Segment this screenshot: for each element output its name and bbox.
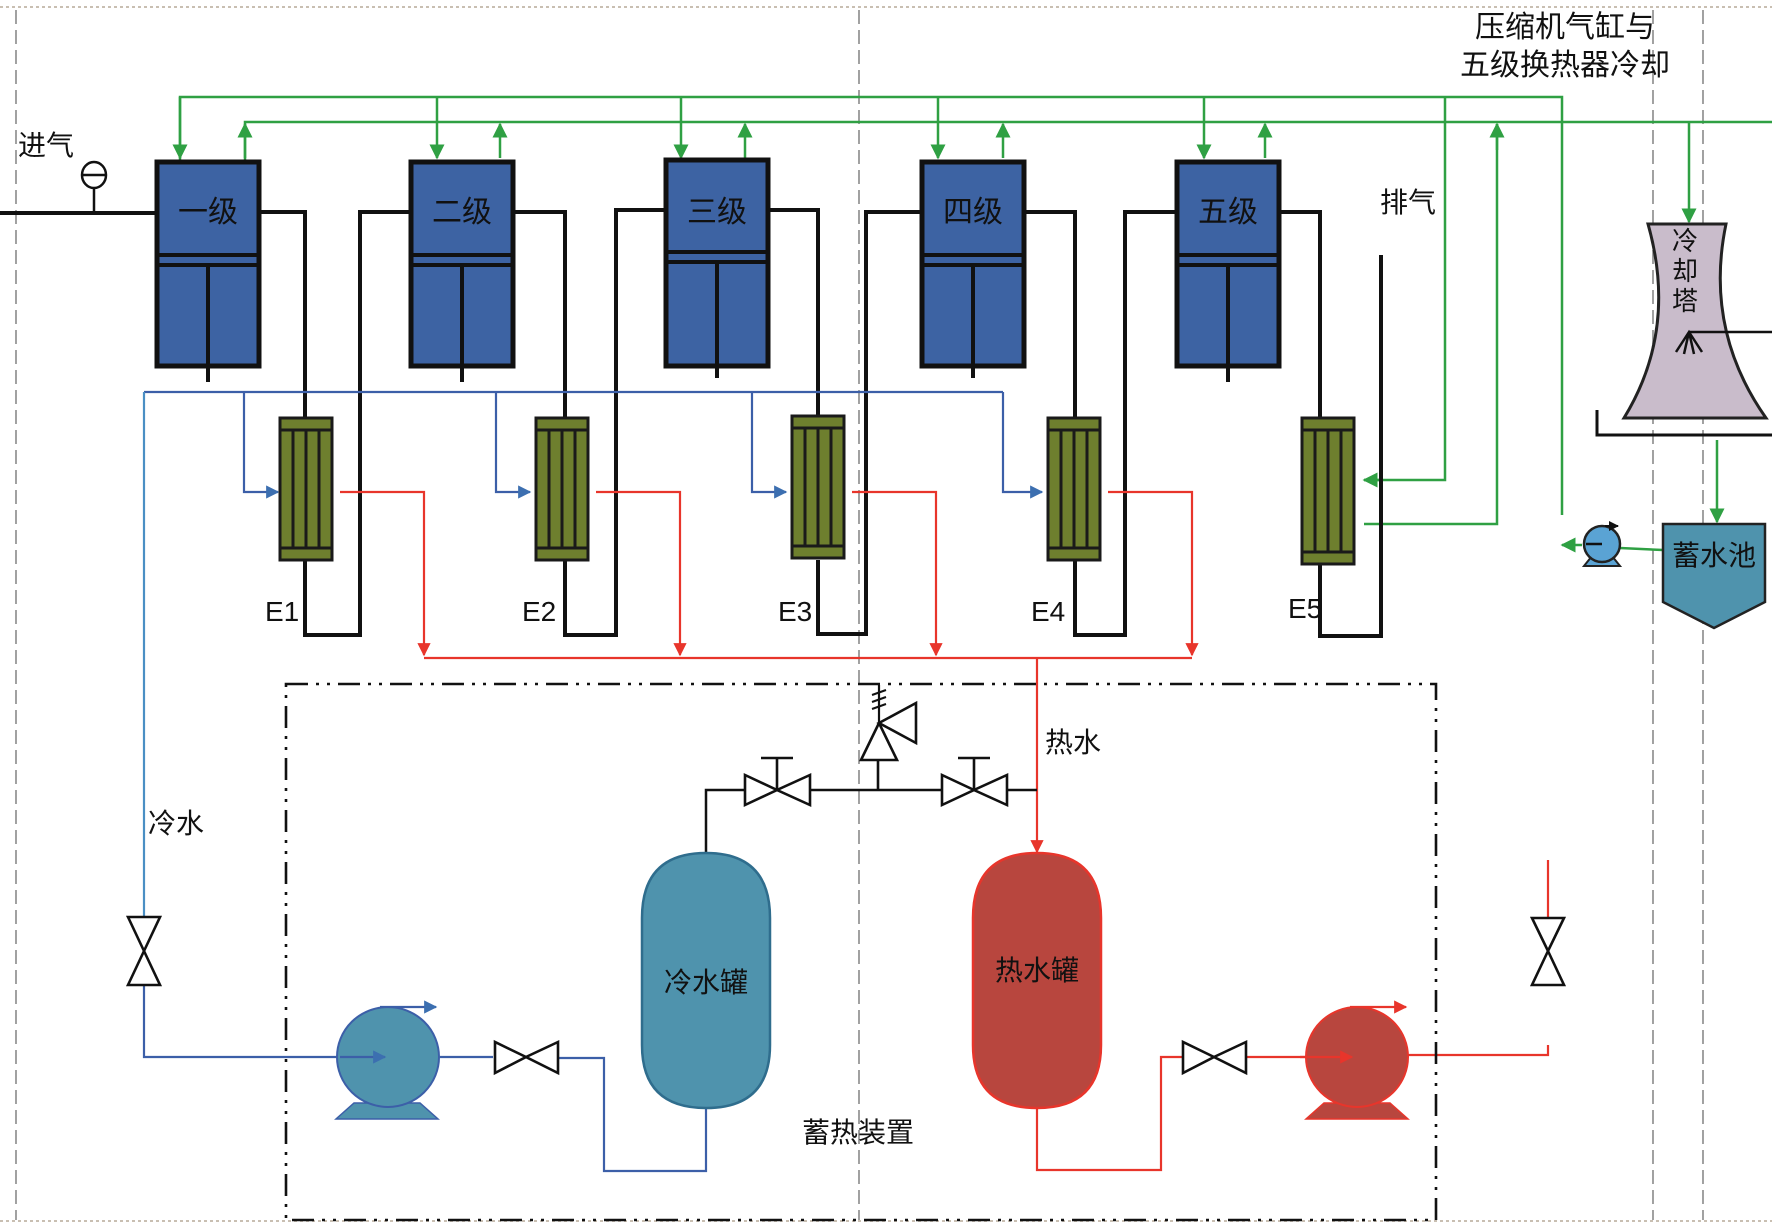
cold-valve-to-tank [559,1056,708,1173]
heat-exchanger-e2[interactable] [534,416,590,562]
hot-out-e1 [340,490,431,657]
compressor-stages: 一级 二级 三级 四级 五级 [154,157,1282,382]
spray-nozzle-icon [1674,329,1704,355]
water-pool-label: 蓄水池 [1672,539,1756,572]
cooling-water-pump[interactable] [1581,521,1623,567]
hot-out-e2 [596,490,687,657]
stage2-out [513,210,567,418]
cold-line-valve[interactable] [493,1039,560,1076]
heat-exchangers: E1 E2 E3 E4 E5 [265,414,1356,627]
cold-feed-e4 [1001,392,1044,499]
e4-label: E4 [1031,596,1065,627]
e5-label: E5 [1288,593,1322,624]
stage-2-cylinder[interactable]: 二级 [408,159,516,382]
water-pool[interactable]: 蓄水池 [1661,522,1767,630]
hot-outlet-valve[interactable] [1529,916,1567,987]
stage4-out [1024,210,1077,418]
cold-water-label: 冷水 [148,807,204,840]
stage-1-cylinder[interactable]: 一级 [154,159,262,382]
e5-to-exhaust [1318,255,1383,638]
stage-3-cylinder[interactable]: 三级 [663,157,771,378]
cooling-water-network [172,95,1772,553]
cooling-tower-label-2: 却 [1672,257,1698,287]
heat-exchanger-e5[interactable] [1300,416,1356,566]
pool-to-pump [1619,546,1664,552]
e2-label: E2 [522,596,556,627]
e2-to-stage3 [563,208,666,637]
hot-out-e3 [852,490,943,657]
hot-water-pump[interactable] [1300,1000,1410,1120]
tank-balance-line [704,788,1037,853]
e1-label: E1 [265,596,299,627]
e5-cooling-return [1364,124,1499,526]
hot-out-e4 [1108,490,1199,657]
stage-4-label: 四级 [943,195,1003,230]
cooling-title-line2: 五级换热器冷却 [1460,48,1670,83]
stage-5-label: 五级 [1198,195,1258,230]
stage3-out [768,208,820,418]
stage-3-label: 三级 [687,195,747,230]
exhaust-label: 排气 [1380,186,1436,219]
cold-water-network [142,390,1044,1173]
cooling-tower-label-1: 冷 [1672,227,1698,257]
hot-water-label: 热水 [1045,726,1101,759]
gate-valve-1[interactable] [743,756,812,808]
cooling-tower-label-3: 塔 [1672,287,1698,317]
safety-relief-valve[interactable] [858,685,918,790]
stage-1-label: 一级 [178,195,238,230]
hot-pump-out [1408,1045,1550,1057]
inlet-label: 进气 [18,129,74,162]
hot-tank-out [1035,1055,1182,1172]
e1-to-stage2 [303,210,411,637]
gate-valve-2[interactable] [940,756,1009,808]
cooling-title-line1: 压缩机气缸与 [1475,10,1655,45]
cold-tank-label: 冷水罐 [664,966,748,999]
hot-line-valve[interactable] [1181,1039,1248,1076]
stage-2-label: 二级 [432,195,492,230]
heat-exchanger-e3[interactable] [790,414,846,560]
hot-tank-label: 热水罐 [995,954,1079,987]
cold-feed-e2 [494,392,532,499]
storage-device-label: 蓄热装置 [802,1116,914,1149]
e3-to-stage4 [816,210,922,636]
cold-feed-e3 [750,392,788,499]
gas-piping [259,208,1383,638]
hot-water-tank[interactable]: 热水罐 [971,851,1103,1110]
cold-water-tank[interactable]: 冷水罐 [640,851,772,1110]
e4-to-stage5 [1073,210,1177,637]
cold-to-pump [142,985,388,1059]
heat-exchanger-e1[interactable] [278,416,334,562]
storage-device-boundary [284,682,1438,1222]
stage5-out [1279,210,1322,418]
stage-4-cylinder[interactable]: 四级 [919,159,1027,378]
cold-feed-e1 [242,392,280,499]
e5-cooling-supply [1364,97,1447,482]
cooling-tower[interactable]: 冷 却 塔 [1595,222,1772,437]
cold-inlet-valve[interactable] [125,915,163,987]
tower-basin [1595,410,1772,437]
stage1-out [259,210,307,418]
e3-label: E3 [778,596,812,627]
cold-tank-vent [704,788,745,853]
cooling-return-header [243,120,1772,160]
heat-exchanger-e4[interactable] [1046,416,1102,562]
cold-water-pump[interactable] [334,1000,440,1120]
stage-5-cylinder[interactable]: 五级 [1174,159,1282,382]
